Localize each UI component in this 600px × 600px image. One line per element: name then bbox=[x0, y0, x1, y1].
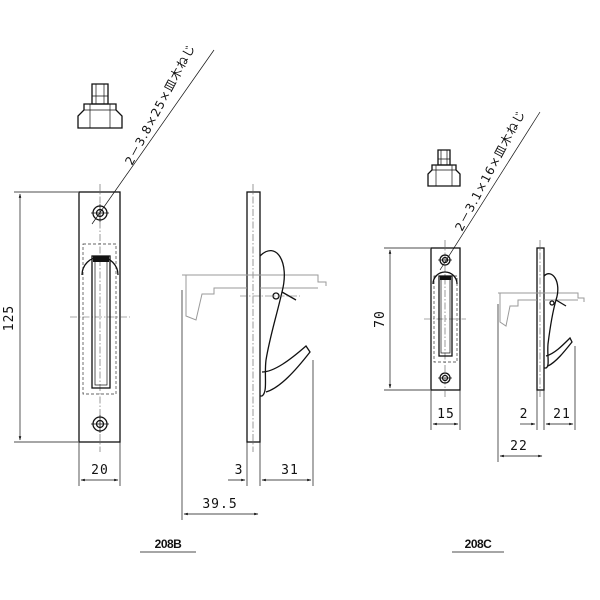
dimension-label-20: 20 bbox=[91, 463, 109, 478]
dimension-22: 22 bbox=[497, 304, 543, 462]
model-208b-drawing: 125 20 2－3.8×25×皿木ねじ bbox=[2, 42, 327, 553]
side-view-208b bbox=[182, 184, 327, 452]
dimension-label-125: 125 bbox=[2, 305, 17, 331]
model-label-208c: 208C bbox=[465, 537, 493, 551]
screw-leader-line bbox=[91, 49, 215, 225]
dimension-3-31: 3 31 bbox=[228, 360, 314, 486]
front-view-plate bbox=[424, 240, 466, 398]
dimension-125: 125 bbox=[2, 191, 78, 443]
dimension-2-21: 2 21 bbox=[520, 346, 576, 430]
screw-icon bbox=[427, 149, 461, 187]
dimension-label-2: 2 bbox=[520, 407, 529, 422]
dimension-label-70: 70 bbox=[373, 310, 388, 328]
dimension-20: 20 bbox=[78, 442, 121, 486]
dimension-70: 70 bbox=[373, 247, 430, 391]
screw-note-208b: 2－3.8×25×皿木ねじ bbox=[122, 42, 198, 168]
dimension-15: 15 bbox=[430, 390, 461, 430]
dimension-label-15: 15 bbox=[437, 407, 455, 422]
model-label-208b: 208B bbox=[155, 537, 183, 551]
model-208c-drawing: 70 15 2－3.1×16×皿木ねじ bbox=[373, 108, 585, 553]
dimension-label-3: 3 bbox=[235, 463, 244, 478]
dimension-label-39-5: 39.5 bbox=[202, 497, 237, 512]
side-view-208c bbox=[498, 240, 585, 398]
screw-icon bbox=[77, 83, 123, 129]
dimension-label-31: 31 bbox=[281, 463, 299, 478]
front-view-plate bbox=[70, 184, 130, 452]
screw-note-208c: 2－3.1×16×皿木ねじ bbox=[452, 108, 528, 234]
screw-leader-line bbox=[439, 111, 541, 271]
dimension-label-21: 21 bbox=[553, 407, 571, 422]
dimension-label-22: 22 bbox=[510, 439, 528, 454]
dimension-39-5: 39.5 bbox=[181, 290, 259, 520]
